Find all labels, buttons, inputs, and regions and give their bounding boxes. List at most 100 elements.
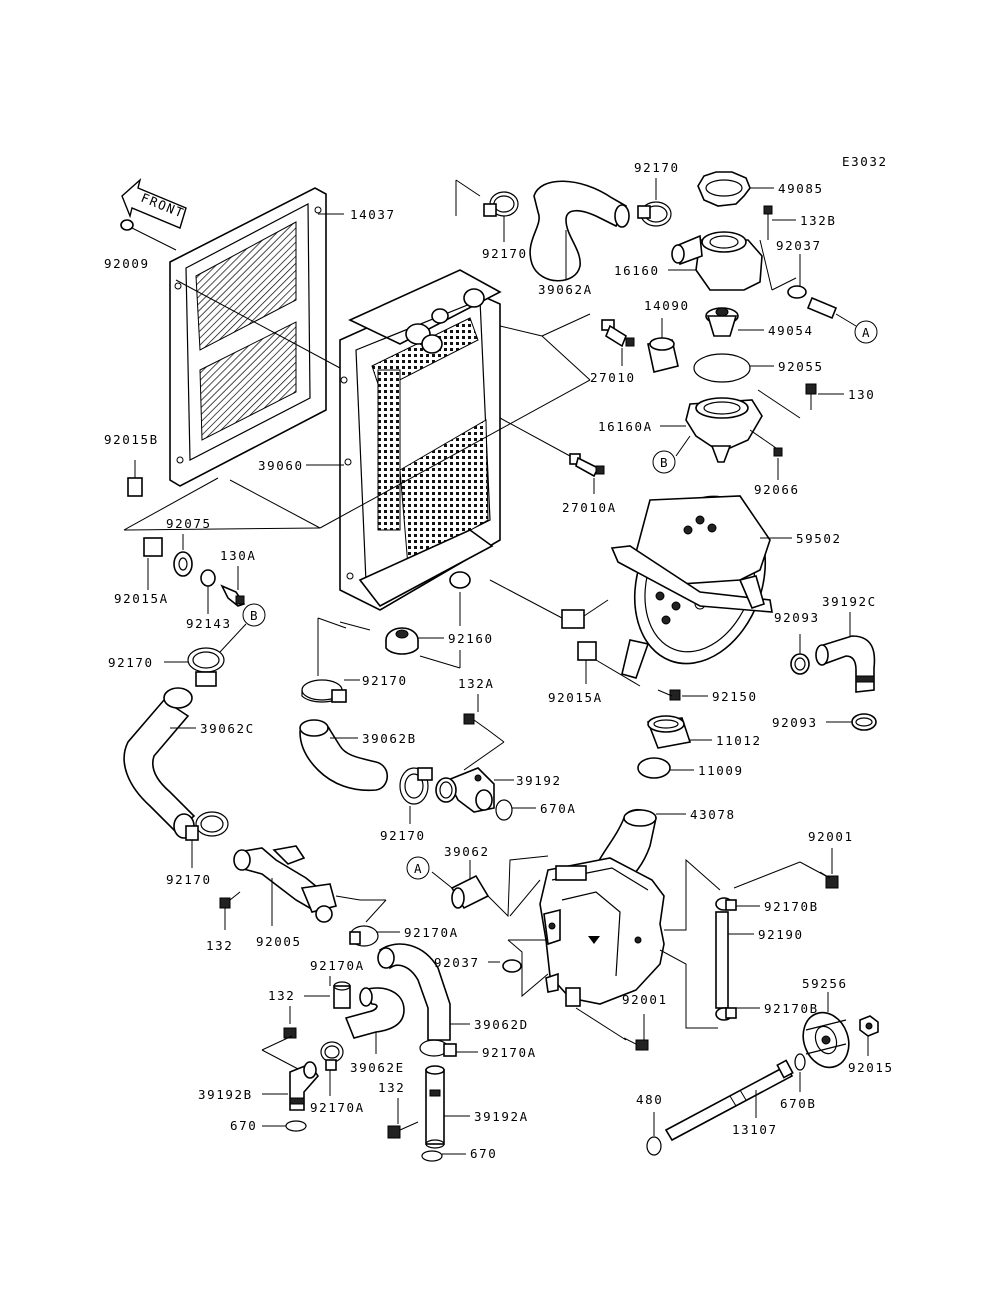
reservoir-cap-11012 (646, 715, 692, 749)
bolt-92009 (120, 219, 177, 251)
label-39062c: 39062C (200, 721, 255, 736)
label-92015: 92015 (848, 1060, 894, 1075)
label-132b: 132B (800, 213, 837, 228)
label-39192b: 39192B (198, 1087, 253, 1102)
label-130: 130 (848, 387, 875, 402)
svg-text:B: B (660, 455, 669, 470)
clip-92015b (127, 460, 143, 497)
bolt-132a (463, 713, 489, 731)
clamp-92170-top-right (637, 201, 672, 227)
label-39192c: 39192C (822, 594, 877, 609)
clamp-92170-mid (301, 679, 347, 703)
label-92037-mid: 92037 (434, 955, 480, 970)
label-92170-left: 92170 (108, 655, 154, 670)
hose-92190 (715, 911, 729, 1009)
ref-b-left: B (242, 603, 266, 627)
radiator-cap-49085 (697, 171, 751, 207)
label-132-left3: 132 (378, 1080, 405, 1095)
label-59256: 59256 (802, 976, 848, 991)
label-27010a: 27010A (562, 500, 617, 515)
label-132-left2: 132 (268, 988, 295, 1003)
label-11009: 11009 (698, 763, 744, 778)
damper-92160 (385, 627, 419, 655)
bolt-130a (220, 584, 246, 607)
label-670b: 670B (780, 1096, 817, 1111)
o-ring-670b (794, 1053, 806, 1071)
label-92170-mid2: 92170 (380, 828, 426, 843)
hose-39062e (344, 987, 405, 1039)
reservoir-tank-43078 (539, 808, 665, 1007)
label-92143: 92143 (186, 616, 232, 631)
o-ring-670a (495, 799, 513, 821)
label-92037-right: 92037 (776, 238, 822, 253)
thermostat-housing-16160a (685, 397, 763, 463)
label-92009: 92009 (104, 256, 150, 271)
label-130a: 130A (220, 548, 257, 563)
bolt-92001-bottom (623, 1037, 649, 1051)
grommet-92075 (173, 551, 193, 577)
label-39192a: 39192A (474, 1109, 529, 1124)
radiator (339, 269, 502, 611)
label-14090: 14090 (644, 298, 690, 313)
ring-480 (646, 1136, 662, 1156)
label-92170-top-right: 92170 (634, 160, 680, 175)
label-49054: 49054 (768, 323, 814, 338)
radiator-screen (169, 187, 327, 487)
collar-92143 (200, 569, 216, 587)
clamp-92170a-3 (320, 1041, 344, 1071)
tube-39062 (450, 874, 490, 910)
label-39060: 39060 (258, 458, 304, 473)
label-92015a-left: 92015A (114, 591, 169, 606)
sensor-27010a (569, 453, 605, 478)
bolt-132-left2 (283, 1027, 297, 1039)
label-132-left: 132 (206, 938, 233, 953)
hose-39192c (815, 635, 876, 693)
label-92170a-2: 92170A (310, 958, 365, 973)
impeller-59256 (802, 1011, 850, 1069)
nut-14090 (647, 337, 679, 373)
shaft-13107 (664, 1059, 794, 1142)
clamp-92170-mid2 (399, 767, 433, 805)
clip-92037-mid (502, 959, 522, 973)
o-ring-670-left (285, 1120, 307, 1132)
label-13107: 13107 (732, 1122, 778, 1137)
label-11012: 11012 (716, 733, 762, 748)
fitting-39192 (435, 767, 495, 813)
label-92001-bottom: 92001 (622, 992, 668, 1007)
label-16160a: 16160A (598, 419, 653, 434)
label-92170b-bottom: 92170B (764, 1001, 819, 1016)
label-92005: 92005 (256, 934, 302, 949)
svg-text:A: A (862, 325, 871, 340)
label-132a: 132A (458, 676, 495, 691)
label-49085: 49085 (778, 181, 824, 196)
label-480: 480 (636, 1092, 663, 1107)
label-92093-1: 92093 (774, 610, 820, 625)
water-pipe-92005 (233, 845, 337, 923)
ref-a-top: A (854, 320, 878, 344)
label-92160: 92160 (448, 631, 494, 646)
svg-text:A: A (414, 861, 423, 876)
o-ring-92055 (693, 353, 751, 383)
label-670-mid: 670 (470, 1146, 497, 1161)
clamp-92170a-4 (419, 1039, 457, 1057)
clamp-92170b-bottom (715, 1007, 737, 1021)
label-39062a: 39062A (538, 282, 593, 297)
label-27010: 27010 (590, 370, 636, 385)
clamp-92170a-small (333, 981, 351, 1009)
clamp-92170b-top (715, 897, 737, 911)
label-59502: 59502 (796, 531, 842, 546)
fan-assembly-59502 (561, 495, 773, 679)
label-92001-top: 92001 (808, 829, 854, 844)
front-arrow-icon: FRONT (121, 177, 187, 229)
pipe-fitting (806, 296, 838, 320)
label-92170a-1: 92170A (404, 925, 459, 940)
bolt-92150 (657, 689, 681, 701)
label-670-left: 670 (230, 1118, 257, 1133)
label-92015a-mid: 92015A (548, 690, 603, 705)
sensor-27010 (601, 319, 635, 348)
label-39062b: 39062B (362, 731, 417, 746)
label-92150: 92150 (712, 689, 758, 704)
label-92170-top-left: 92170 (482, 246, 528, 261)
bolt-132b (763, 205, 773, 240)
